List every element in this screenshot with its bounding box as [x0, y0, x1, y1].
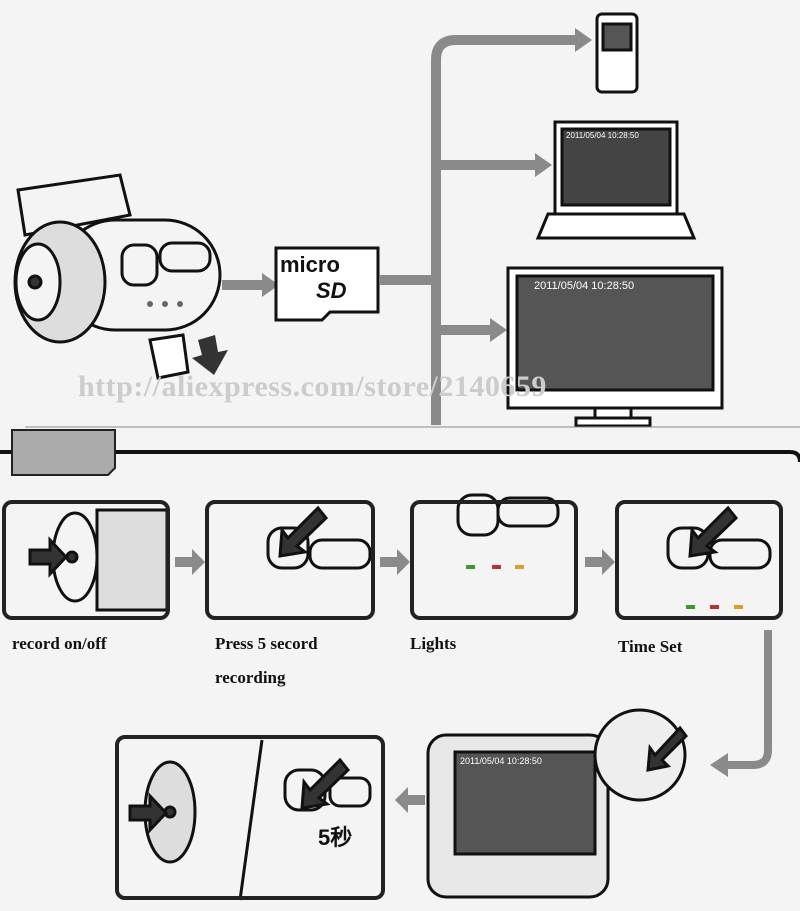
watermark: http://aliexpress.com/store/2140659	[78, 370, 547, 403]
flow-connectors	[222, 35, 575, 425]
step-panel-record	[2, 500, 170, 620]
final-step	[128, 739, 372, 901]
step-panel-lights	[410, 500, 578, 620]
step-label-lights: Lights	[410, 634, 457, 653]
section-tab	[11, 429, 116, 476]
arrowheads	[262, 28, 592, 342]
monitor-icon	[506, 266, 724, 428]
car-display-timestamp: 2011/05/04 10:28:50	[460, 756, 542, 766]
step-label-timeset: Time Set	[618, 637, 683, 656]
step-panel-timeset	[615, 500, 783, 620]
laptop-screen-timestamp: 2011/05/04 10:28:50	[566, 131, 639, 140]
step1-camera	[28, 508, 169, 612]
step-arrows	[175, 549, 615, 813]
step2-camera	[266, 505, 372, 570]
sd-card-icon	[148, 333, 190, 380]
dashcam-icon	[13, 173, 222, 344]
section-divider	[0, 450, 800, 463]
monitor-screen-timestamp: 2011/05/04 10:28:50	[534, 280, 635, 292]
laptop-icon	[535, 120, 697, 240]
down-arrow-icon	[192, 335, 228, 375]
time-set-connector	[728, 630, 772, 769]
step4-timeset	[666, 505, 772, 609]
microsd-logo	[274, 246, 380, 322]
step-label-press-2: recording	[215, 668, 286, 687]
phone-icon	[595, 12, 639, 94]
step-panel-press	[205, 500, 375, 620]
five-seconds-label: 5秒	[318, 825, 353, 850]
step-label-record: record on/off	[12, 634, 107, 653]
car-display-icon	[426, 708, 688, 899]
step-panel-final	[115, 735, 385, 900]
step-label-press: Press 5 secord	[215, 634, 318, 653]
step3-leds	[456, 493, 560, 569]
